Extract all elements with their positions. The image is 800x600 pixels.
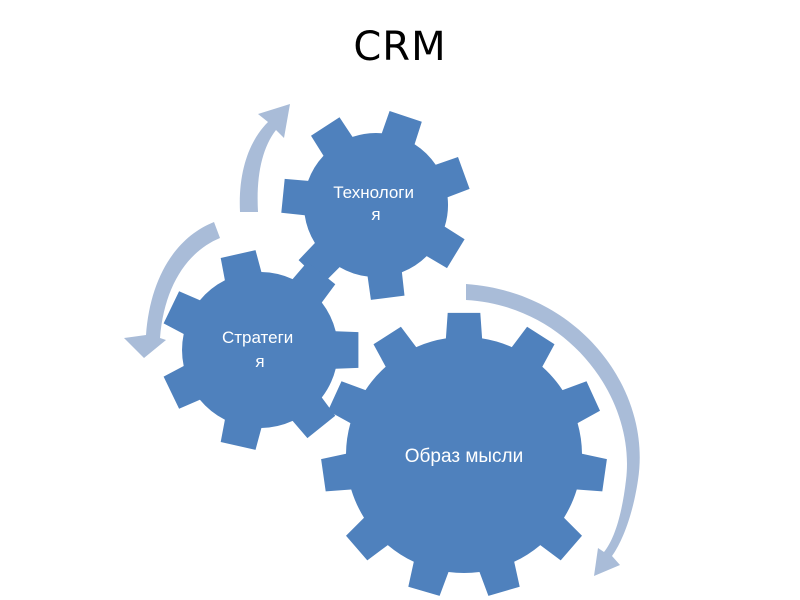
page-title: CRM bbox=[353, 24, 447, 70]
arrow-curved-right-icon bbox=[466, 284, 640, 576]
gear-label-line: Стратеги bbox=[222, 328, 293, 347]
gear-label-line: я bbox=[255, 352, 264, 371]
arrow-up-icon bbox=[239, 104, 290, 212]
arrow-curved-left-icon bbox=[124, 222, 220, 358]
gear-label-technology: Технологи я bbox=[333, 183, 418, 224]
gear-mindset bbox=[321, 312, 607, 596]
gear-label-line: Технологи bbox=[333, 183, 414, 202]
gear-label-line: я bbox=[371, 205, 380, 224]
gear-technology bbox=[281, 111, 470, 300]
gear-label-line: Образ мысли bbox=[405, 446, 524, 467]
gear-label-strategy: Стратеги я bbox=[222, 328, 298, 371]
gear-strategy bbox=[163, 250, 359, 450]
gear-label-mindset: Образ мысли bbox=[405, 446, 524, 467]
